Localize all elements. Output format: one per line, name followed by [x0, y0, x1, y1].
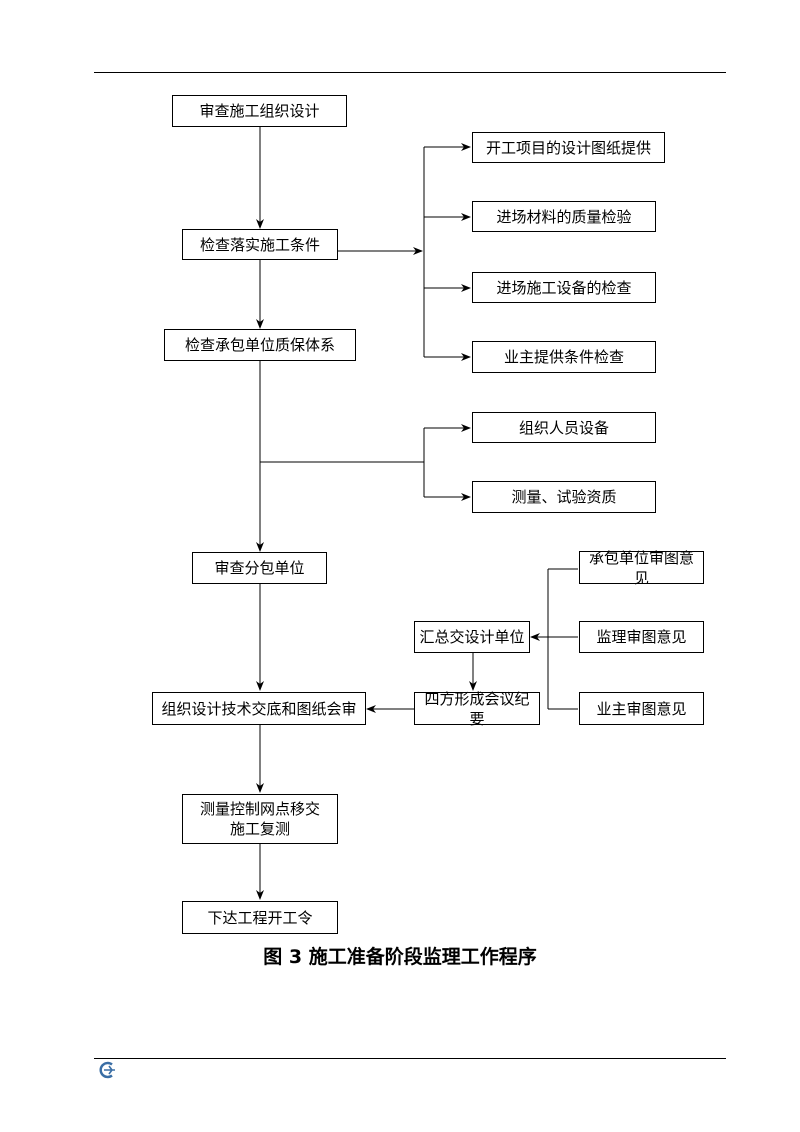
company-logo-icon — [99, 1061, 115, 1079]
box-drawings-provided: 开工项目的设计图纸提供 — [472, 132, 665, 163]
box-survey-handover: 测量控制网点移交 施工复测 — [182, 794, 338, 844]
box-contractor-opinion: 承包单位审图意见 — [579, 549, 704, 587]
box-review-org-design: 审查施工组织设计 — [172, 95, 347, 127]
footer-rule — [94, 1058, 726, 1059]
box-owner-conditions: 业主提供条件检查 — [472, 341, 656, 373]
box-check-quality-system: 检查承包单位质保体系 — [164, 329, 356, 361]
box-meeting-minutes: 四方形成会议纪要 — [414, 690, 540, 728]
box-survey-qualification: 测量、试验资质 — [472, 481, 656, 513]
box-summary-to-designer: 汇总交设计单位 — [414, 621, 530, 653]
header-rule — [94, 72, 726, 73]
figure-caption: 图 3 施工准备阶段监理工作程序 — [263, 946, 537, 968]
box-supervisor-opinion: 监理审图意见 — [579, 621, 704, 653]
box-issue-start-order: 下达工程开工令 — [182, 901, 338, 934]
box-design-disclosure: 组织设计技术交底和图纸会审 — [152, 692, 366, 725]
box-material-quality: 进场材料的质量检验 — [472, 201, 656, 232]
box-owner-opinion: 业主审图意见 — [579, 692, 704, 725]
box-check-construction-conditions: 检查落实施工条件 — [182, 229, 338, 260]
box-review-subcontractor: 审查分包单位 — [192, 552, 327, 584]
box-staff-equipment: 组织人员设备 — [472, 412, 656, 443]
box-equipment-inspection: 进场施工设备的检查 — [472, 272, 656, 303]
